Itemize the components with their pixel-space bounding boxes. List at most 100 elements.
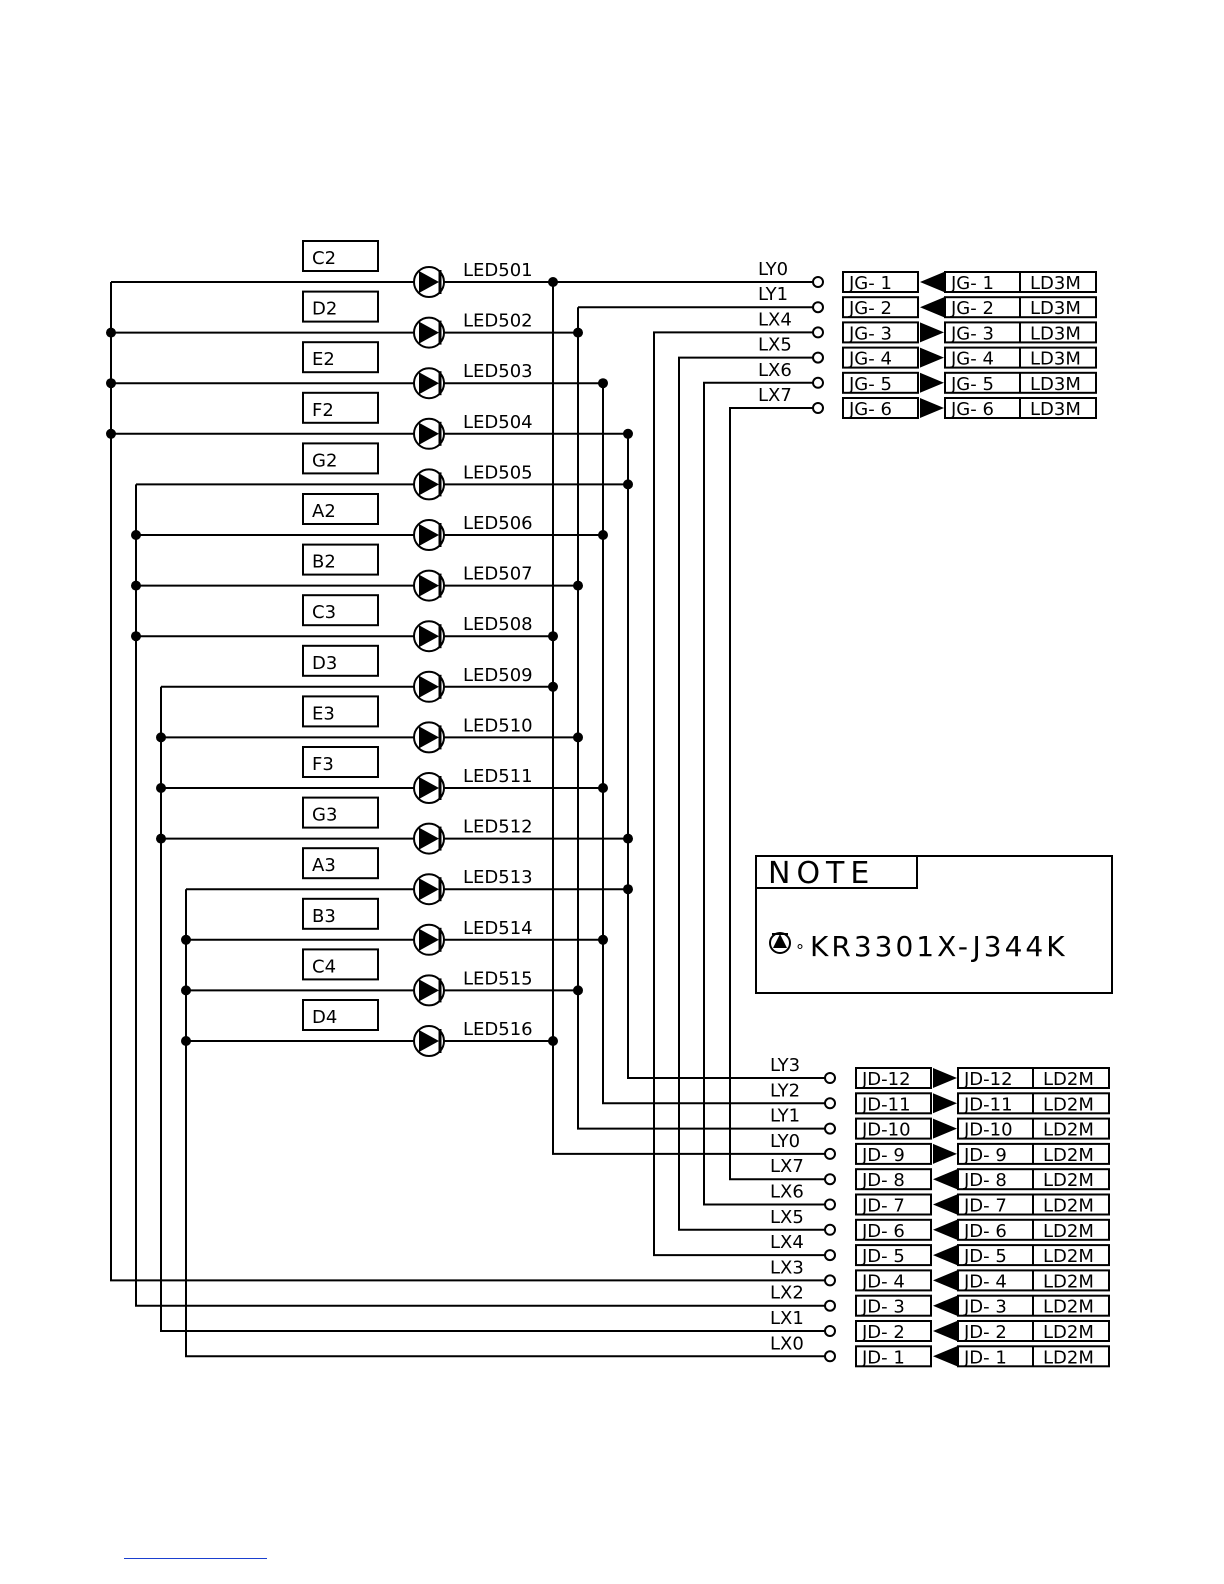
led-ref: LED514 xyxy=(463,918,533,939)
pin-label: JD- 8 xyxy=(861,1170,905,1191)
arrow-right-icon xyxy=(933,1118,957,1139)
note-label: D4 xyxy=(312,1007,337,1028)
terminal-icon xyxy=(824,1097,836,1110)
led-diode-icon xyxy=(419,625,439,648)
note-label: C2 xyxy=(312,248,336,269)
junction-dot xyxy=(623,884,633,895)
part-label: LD3M xyxy=(1030,323,1081,344)
pass-through-wire xyxy=(703,381,830,1206)
arrow-right-icon xyxy=(920,398,944,418)
signal-label: LX5 xyxy=(770,1207,804,1228)
arrow-left-icon xyxy=(933,1169,957,1190)
row-bus-wire xyxy=(135,484,830,1307)
signal-label: LY0 xyxy=(758,259,788,280)
pin-box xyxy=(842,346,919,369)
note-label-box xyxy=(302,391,379,424)
led-diode-icon xyxy=(419,827,439,850)
mate-label: JD- 8 xyxy=(963,1170,1007,1191)
mate-label: JD-10 xyxy=(963,1120,1013,1141)
terminal-icon xyxy=(824,1350,836,1363)
pin-label: JD- 9 xyxy=(861,1145,905,1166)
note-text: KR3301X-J344K xyxy=(810,930,1068,963)
pin-box xyxy=(842,296,919,319)
signal-label: LY3 xyxy=(770,1055,800,1076)
mate-label: JG- 4 xyxy=(950,349,994,370)
pin-box xyxy=(842,371,919,394)
part-label: LD2M xyxy=(1043,1145,1094,1166)
signal-label: LY1 xyxy=(758,284,788,305)
arrow-left-icon xyxy=(920,297,944,318)
signal-label: LX4 xyxy=(770,1232,804,1253)
arrow-right-icon xyxy=(933,1093,957,1114)
arrow-left-icon xyxy=(933,1346,957,1367)
mate-label: JG- 6 xyxy=(950,399,994,420)
wires xyxy=(110,281,830,1358)
junction-dot xyxy=(181,934,191,945)
led-diode-icon xyxy=(419,321,439,344)
mate-label: JD-11 xyxy=(963,1094,1013,1115)
pin-label: JD- 1 xyxy=(861,1347,905,1368)
arrow-right-icon xyxy=(920,322,944,343)
pin-box xyxy=(855,1168,932,1191)
pass-through-wire xyxy=(729,407,830,1181)
signal-label: LY1 xyxy=(770,1106,800,1127)
terminal-icon xyxy=(812,301,824,314)
part-label: LD2M xyxy=(1043,1271,1094,1292)
pin-label: JG- 5 xyxy=(848,374,892,395)
footer-link-underline[interactable] xyxy=(124,1558,267,1559)
note-label: E3 xyxy=(312,703,335,724)
led-diode-icon xyxy=(419,473,439,496)
led-diode-icon xyxy=(419,271,439,293)
arrow-left-icon xyxy=(920,272,944,292)
note-label-box xyxy=(302,999,379,1031)
terminal-icon xyxy=(824,1325,836,1337)
part-label: LD3M xyxy=(1030,273,1081,294)
part-label: LD2M xyxy=(1043,1347,1094,1368)
mate-label: JD- 4 xyxy=(963,1271,1007,1292)
arrow-left-icon xyxy=(933,1295,957,1316)
junction-dot xyxy=(156,833,166,844)
arrow-left-icon xyxy=(933,1270,957,1291)
note-label-box xyxy=(302,240,379,272)
pin-label: JD-12 xyxy=(861,1069,911,1090)
terminal-icon xyxy=(824,1173,836,1186)
led-ref: LED512 xyxy=(463,817,533,838)
note-label: A3 xyxy=(312,855,336,876)
note-title-frame xyxy=(755,855,918,889)
arrow-left-icon xyxy=(933,1321,957,1341)
led-array: C2LED501D2LED502E2LED503F2LED504G2LED505… xyxy=(302,240,533,1057)
terminal-icon xyxy=(824,1198,836,1211)
signal-label: LY0 xyxy=(770,1131,800,1152)
signal-label: LX6 xyxy=(758,360,792,381)
pin-box xyxy=(855,1244,932,1267)
part-label: LD2M xyxy=(1043,1297,1094,1318)
terminal-icon xyxy=(824,1147,836,1160)
led-diode-icon xyxy=(419,422,439,445)
mate-label: JD- 7 xyxy=(963,1196,1007,1217)
part-label: LD2M xyxy=(1043,1094,1094,1115)
pin-box xyxy=(855,1269,932,1292)
mate-label: JG- 1 xyxy=(950,273,994,294)
led-ref: LED507 xyxy=(463,564,533,585)
signal-label: LX4 xyxy=(758,309,792,330)
pin-label: JG- 6 xyxy=(848,399,892,420)
note-label: D3 xyxy=(312,653,337,674)
junction-dot xyxy=(623,479,633,490)
junction-dot xyxy=(598,783,608,793)
note-label: B2 xyxy=(312,552,336,573)
part-label: LD2M xyxy=(1043,1069,1094,1090)
signal-label: LX1 xyxy=(770,1308,804,1329)
note-label: F2 xyxy=(312,400,334,421)
led-ref: LED505 xyxy=(463,462,533,483)
arrow-right-icon xyxy=(920,347,944,368)
note-label-box xyxy=(302,493,379,525)
note-label-box xyxy=(302,847,379,880)
terminal-icon xyxy=(812,376,824,389)
led-ref: LED515 xyxy=(463,968,533,989)
pin-label: JD- 3 xyxy=(861,1297,905,1318)
pin-label: JG- 4 xyxy=(848,349,892,370)
led-diode-icon xyxy=(419,574,439,597)
mate-label: JD- 5 xyxy=(963,1246,1007,1267)
pin-label: JG- 3 xyxy=(848,323,892,344)
pin-box xyxy=(842,397,919,419)
